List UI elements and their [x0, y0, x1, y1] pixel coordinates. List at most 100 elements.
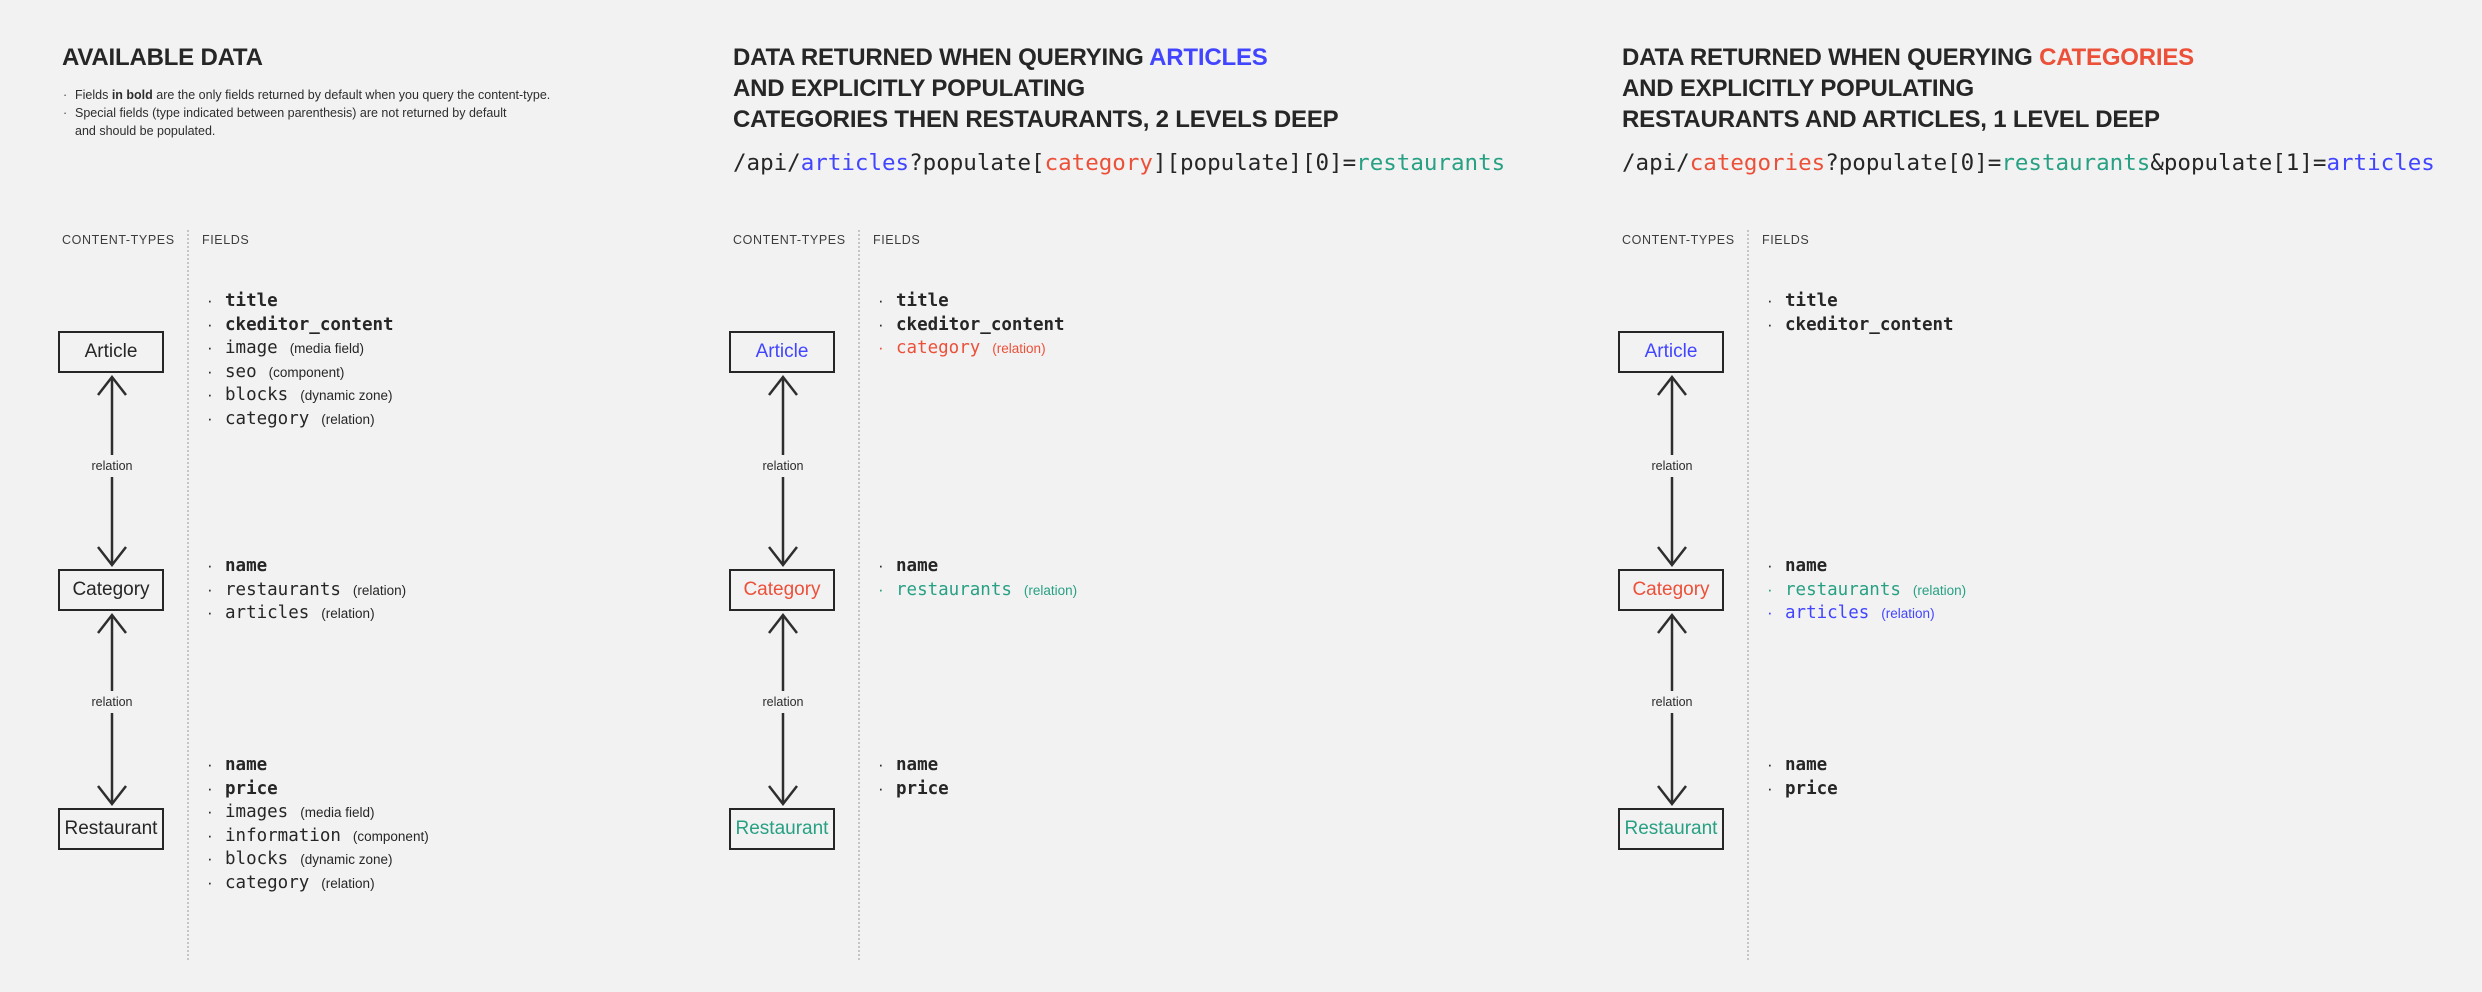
field-row: · name [1767, 755, 1838, 779]
note-text: Fields in bold are the only fields retur… [75, 88, 551, 102]
bullet-icon: · [207, 408, 213, 428]
node-box-restaurant: Restaurant [58, 808, 164, 850]
notes-list: · Fields in bold are the only fields ret… [63, 86, 550, 140]
bullet-icon: · [207, 603, 213, 622]
field-row: · title [1767, 291, 1954, 315]
bullet-icon: · [878, 314, 884, 334]
relation-label: relation [88, 691, 136, 713]
node-box-article: Article [58, 331, 164, 373]
node-label: Article [1644, 341, 1698, 362]
fields-list-article: · title ·ckeditor_content [1767, 291, 1954, 338]
field-name: title [896, 291, 949, 311]
field-name: restaurants [896, 579, 1012, 600]
fields-list-restaurant: · name ·price [1767, 755, 1838, 802]
bullet-icon: · [207, 556, 213, 575]
field-name: name [896, 755, 939, 775]
field-name: name [1785, 556, 1828, 576]
field-type: (dynamic zone) [300, 852, 393, 867]
content-types-label: CONTENT-TYPES [62, 233, 175, 247]
bullet-icon: · [207, 825, 213, 845]
fields-list-article: ·title ·ckeditor_content ·image(media fi… [207, 291, 394, 432]
field-name: price [896, 778, 949, 799]
field-name: images [225, 802, 289, 822]
field-row: ·title [207, 291, 394, 315]
field-row: ·price [1767, 779, 1838, 803]
bullet-icon: · [878, 755, 884, 774]
field-name: price [225, 778, 278, 799]
fields-label: FIELDS [1762, 233, 1810, 247]
field-row: ·information(component) [207, 826, 429, 850]
bullet-icon: · [207, 385, 213, 404]
field-name: title [1785, 291, 1838, 311]
field-name: category [225, 872, 310, 893]
field-name: ckeditor_content [225, 314, 394, 335]
bullet-icon: · [1767, 755, 1773, 774]
field-name: title [225, 291, 278, 311]
bullet-icon: · [207, 338, 213, 357]
bullet-icon [63, 122, 75, 140]
field-row: · seo (component) [207, 362, 394, 386]
fields-list-article: ·title ·ckeditor_content ·category(relat… [878, 291, 1065, 362]
field-name: name [225, 755, 268, 775]
field-row: ·blocks(dynamic zone) [207, 849, 429, 873]
title-text: AVAILABLE DATA [62, 44, 263, 71]
bullet-icon: · [1767, 603, 1773, 622]
fields-list-category: ·name ·restaurants(relation) ·articles(r… [207, 556, 406, 627]
node-box-article: Article [729, 331, 835, 373]
field-row: ·category(relation) [207, 873, 429, 897]
field-row: ·title [878, 291, 1065, 315]
node-box-category: Category [729, 569, 835, 611]
relation-label: relation [1648, 455, 1696, 477]
field-name: category [896, 338, 981, 358]
node-box-restaurant: Restaurant [729, 808, 835, 850]
bullet-icon: · [1767, 291, 1773, 310]
title-line: RESTAURANTS AND ARTICLES, 1 LEVEL DEEP [1622, 106, 2160, 133]
dotted-divider [1747, 230, 1749, 960]
column-query-categories: DATA RETURNED WHEN QUERYING CATEGORIES A… [1560, 0, 2482, 992]
field-name: seo [225, 361, 257, 382]
field-row: ·price [878, 779, 949, 803]
field-row: ·category(relation) [878, 338, 1065, 362]
relation-label: relation [759, 691, 807, 713]
api-query: /api/articles?populate[category][populat… [733, 150, 1506, 176]
bullet-icon: · [207, 314, 213, 334]
bullet-icon: · [878, 556, 884, 575]
node-label: Restaurant [64, 818, 158, 839]
field-name: articles [1785, 603, 1870, 623]
relation-label: relation [1648, 691, 1696, 713]
bullet-icon: · [207, 802, 213, 821]
section-title: DATA RETURNED WHEN QUERYING CATEGORIES A… [1622, 42, 2194, 135]
field-type: (dynamic zone) [300, 388, 393, 403]
field-name: information [225, 825, 341, 846]
section-title: AVAILABLE DATA [62, 42, 263, 73]
field-row: ·restaurants(relation) [878, 580, 1077, 604]
title-line: AND EXPLICITLY POPULATING [1622, 75, 1974, 102]
bullet-icon: · [1767, 314, 1773, 334]
field-type: (component) [268, 364, 345, 380]
field-row: · name [207, 755, 429, 779]
field-type: (media field) [289, 341, 364, 356]
field-row: ·price [207, 779, 429, 803]
fields-list-category: ·name ·restaurants(relation) [878, 556, 1077, 603]
field-name: name [1785, 755, 1828, 775]
field-type: (relation) [321, 606, 375, 621]
bullet-icon: · [207, 755, 213, 774]
fields-list-restaurant: ·name ·price ·images(media field) ·infor… [207, 755, 429, 896]
node-label: Category [743, 579, 821, 600]
title-line: DATA RETURNED WHEN QUERYING CATEGORIES [1622, 44, 2194, 71]
node-box-category: Category [58, 569, 164, 611]
field-name: category [225, 408, 310, 429]
bullet-icon: · [1767, 556, 1773, 575]
node-box-article: Article [1618, 331, 1724, 373]
column-available-data: AVAILABLE DATA · Fields in bold are the … [0, 0, 671, 992]
field-row: · ckeditor_content [207, 315, 394, 339]
bullet-icon: · [207, 361, 213, 381]
fields-list-restaurant: · name ·price [878, 755, 949, 802]
field-row: ·name [207, 556, 406, 580]
note-item: · Special fields (type indicated between… [63, 104, 550, 122]
field-row: ·ckeditor_content [1767, 315, 1954, 339]
relation-label: relation [88, 455, 136, 477]
field-row: ·restaurants(relation) [207, 580, 406, 604]
field-row: ·articles(relation) [1767, 603, 1966, 627]
field-row: ·name [878, 556, 1077, 580]
